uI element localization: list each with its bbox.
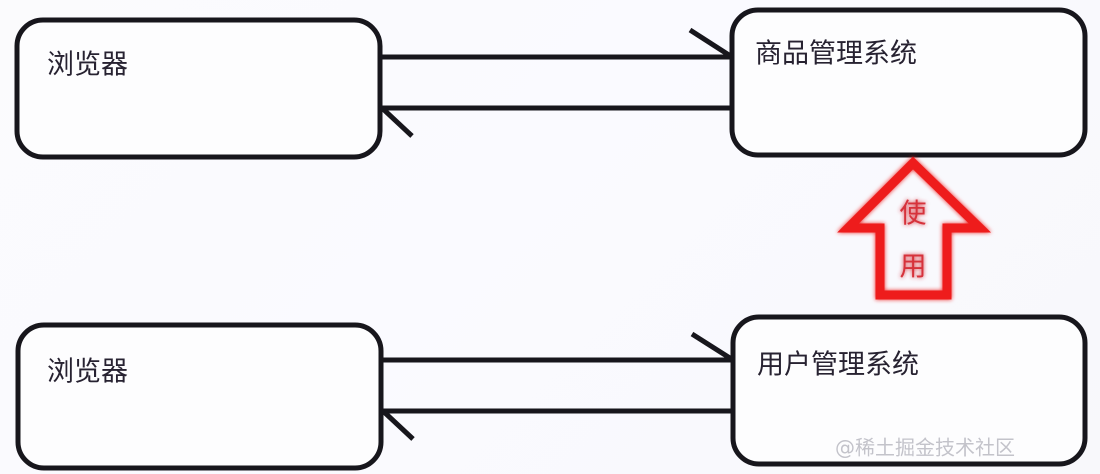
node-box <box>15 322 384 471</box>
node-label: 浏览器 <box>47 50 128 81</box>
node-browser-bottom[interactable]: 浏览器 <box>15 322 384 471</box>
node-label: 用户管理系统 <box>757 350 919 381</box>
connector-bottom-request <box>382 331 735 363</box>
connector-bottom-response <box>381 408 733 441</box>
node-browser-top[interactable]: 浏览器 <box>14 17 383 160</box>
watermark: @稀土掘金技术社区 <box>835 436 1015 460</box>
arrowhead-icon <box>690 331 735 363</box>
arrowhead-icon <box>381 409 415 441</box>
node-box <box>14 17 383 160</box>
node-label: 商品管理系统 <box>755 39 917 70</box>
use-arrow-char-2: 用 <box>900 252 927 283</box>
connector-top-response <box>380 105 732 138</box>
node-label: 浏览器 <box>47 357 128 388</box>
use-arrow-char-1: 使 <box>900 199 927 230</box>
arrowhead-icon <box>380 106 414 138</box>
up-arrow-icon <box>837 156 992 300</box>
node-user-system[interactable]: 用户管理系统 <box>730 314 1088 467</box>
node-box <box>729 7 1088 158</box>
use-arrow-annotation: 使 用 <box>837 156 992 300</box>
node-product-system[interactable]: 商品管理系统 <box>729 7 1088 158</box>
connector-top-request <box>381 27 734 60</box>
arrowhead-icon <box>688 27 734 60</box>
node-box <box>730 314 1088 467</box>
